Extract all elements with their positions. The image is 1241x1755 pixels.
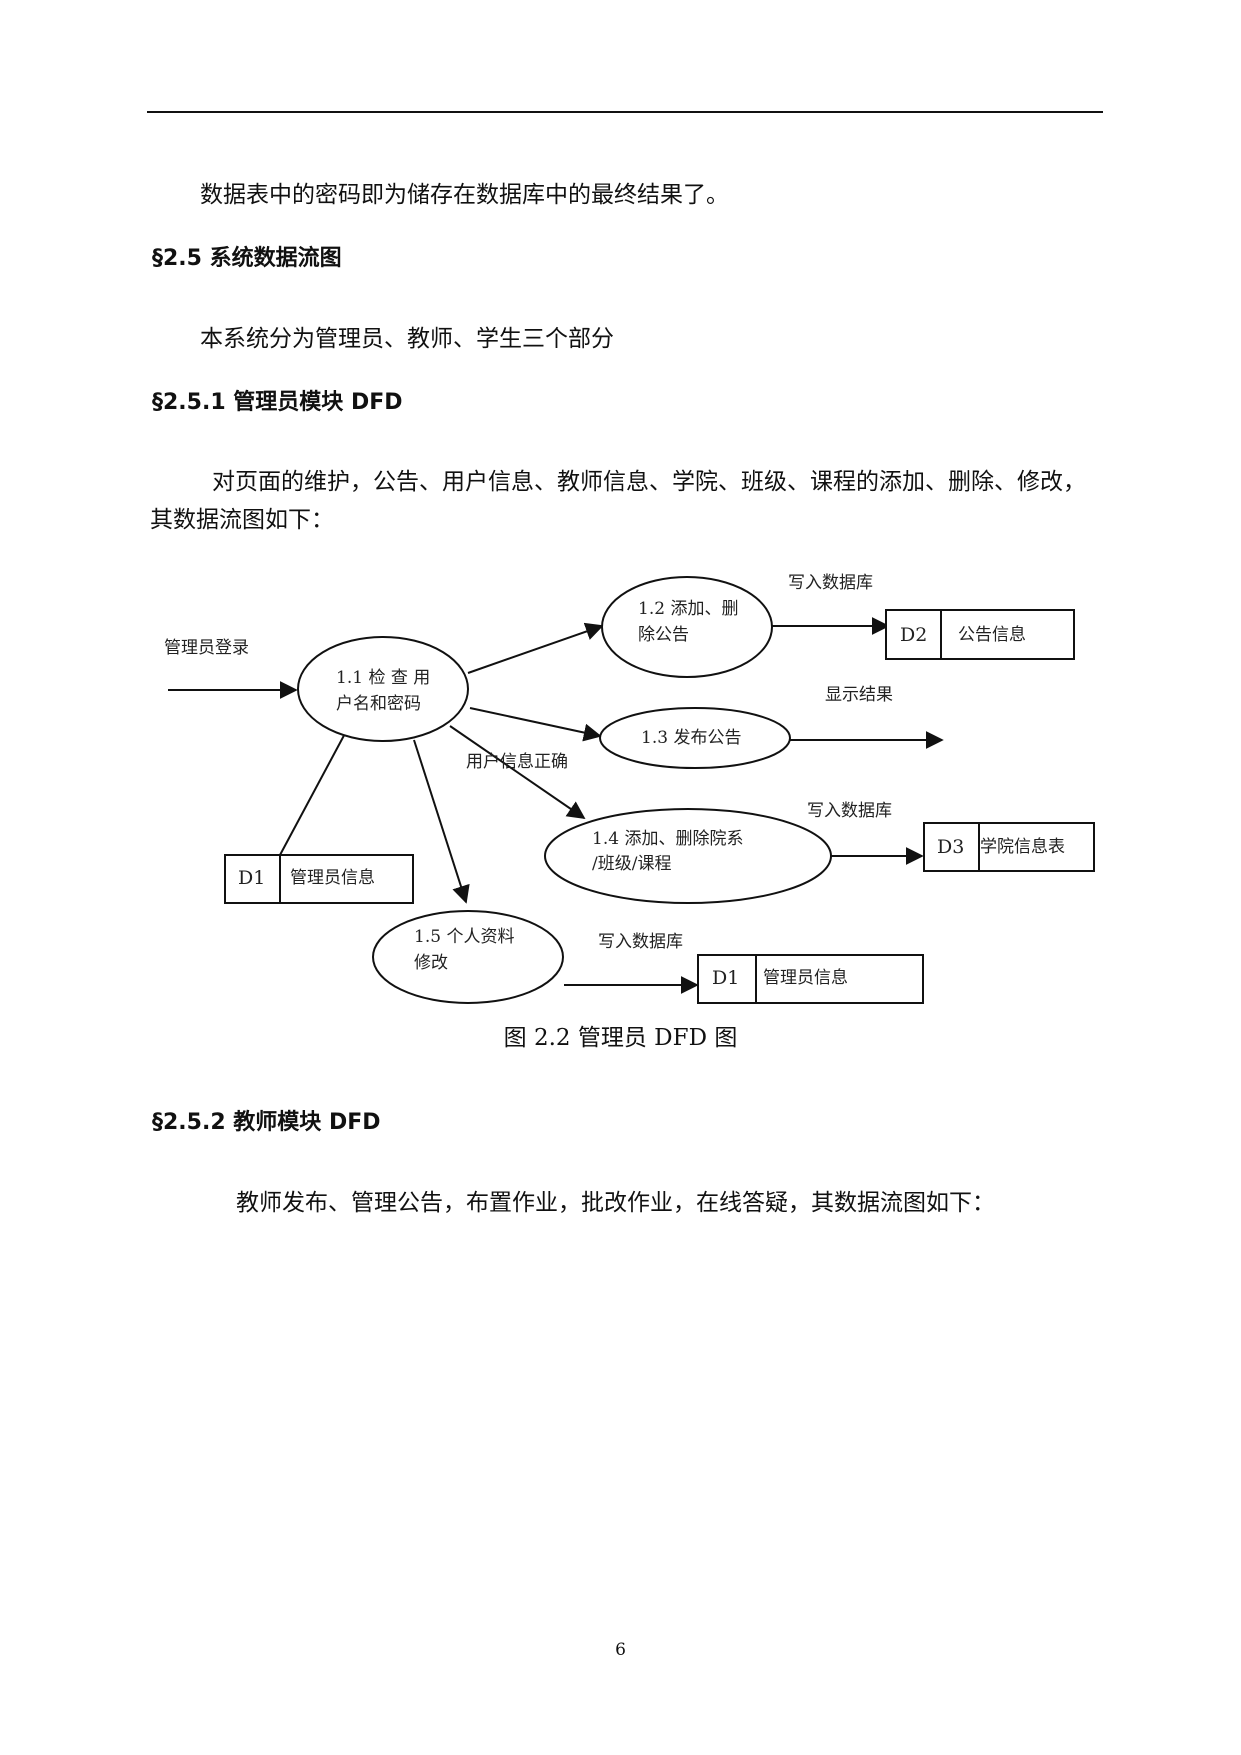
process-1-2-line2: 除公告	[638, 625, 689, 645]
store-d1-source	[224, 854, 414, 904]
label-admin-login: 管理员登录	[164, 638, 249, 658]
process-1-2-line1: 1.2 添加、删	[638, 599, 738, 619]
store-d1-source-id: D1	[238, 867, 265, 889]
process-1-4	[544, 808, 832, 904]
store-d3	[923, 822, 1095, 872]
admin-dfd-diagram: 管理员登录 1.1 检 查 用 户名和密码 1.2 添加、删 除公告 1.3 发…	[164, 573, 1095, 1004]
paragraph-password-result: 数据表中的密码即为储存在数据库中的最终结果了。	[200, 182, 729, 208]
section-heading-2-5-1: §2.5.1 管理员模块 DFD	[152, 390, 403, 415]
store-d2-id: D2	[900, 624, 927, 646]
store-d1-target-id: D1	[712, 967, 739, 989]
process-1-3	[599, 707, 791, 769]
label-show-result: 显示结果	[825, 685, 893, 705]
label-write-db-3: 写入数据库	[598, 932, 683, 952]
label-write-db-1: 写入数据库	[788, 573, 873, 593]
process-1-1-line1: 1.1 检 查 用	[336, 668, 430, 688]
process-1-4-line1: 1.4 添加、删除院系	[592, 829, 743, 849]
paragraph-teacher-module: 教师发布、管理公告，布置作业，批改作业，在线答疑，其数据流图如下：	[236, 1190, 995, 1216]
label-user-info-correct: 用户信息正确	[466, 752, 568, 772]
section-heading-2-5: §2.5 系统数据流图	[152, 246, 342, 271]
store-d3-name: 学院信息表	[980, 837, 1065, 857]
process-1-1-line2: 户名和密码	[336, 694, 421, 714]
section-heading-2-5-2: §2.5.2 教师模块 DFD	[152, 1110, 381, 1135]
process-1-2	[601, 576, 773, 678]
paragraph-admin-maintenance: 对页面的维护，公告、用户信息、教师信息、学院、班级、课程的添加、删除、修改，其数…	[150, 469, 1086, 533]
page-number: 6	[615, 1640, 626, 1660]
store-d2	[885, 609, 1075, 660]
flow-1-1-to-1-4	[449, 725, 586, 820]
process-1-5-line1: 1.5 个人资料	[414, 927, 514, 947]
process-1-3-label: 1.3 发布公告	[641, 728, 741, 748]
label-write-db-2: 写入数据库	[807, 801, 892, 821]
process-1-5-line2: 修改	[414, 953, 448, 973]
store-d3-id: D3	[937, 836, 964, 858]
store-d1-source-name: 管理员信息	[290, 868, 375, 888]
process-1-5	[372, 910, 564, 1004]
store-d1-target-name: 管理员信息	[763, 968, 848, 988]
store-d1-target	[697, 954, 924, 1004]
flow-d1-to-1-1	[279, 711, 357, 856]
store-d2-name: 公告信息	[958, 625, 1026, 645]
paragraph-system-parts: 本系统分为管理员、教师、学生三个部分	[200, 326, 614, 352]
process-1-4-line2: /班级/课程	[592, 854, 671, 874]
figure-caption: 图 2.2 管理员 DFD 图	[503, 1025, 738, 1051]
flow-1-1-to-1-2	[467, 622, 604, 674]
process-1-1	[297, 636, 469, 742]
flow-1-1-to-1-5	[413, 739, 470, 904]
flow-1-1-to-1-3	[469, 707, 602, 742]
header-rule	[147, 111, 1103, 113]
